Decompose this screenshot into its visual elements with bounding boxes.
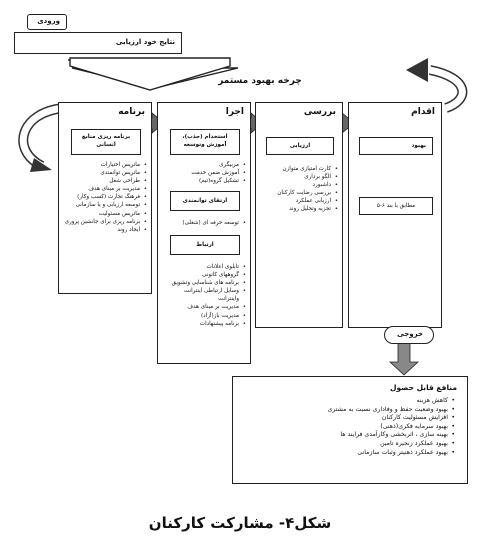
- execute-box-recruit-label: استخدام (جذب)، آموزش وتوسعه: [182, 134, 228, 149]
- column-review: بررسی ارزیابی کارت امتیازی متوازن الگو ب…: [255, 102, 343, 328]
- list-item: داشبورد: [258, 181, 338, 189]
- list-item: برنامه ریزی برای جانشین پروری: [63, 218, 147, 226]
- output-tag: خروجی: [384, 326, 434, 344]
- execute-list-2: توسعه حرفه ای (شغلی): [162, 219, 246, 227]
- review-list: کارت امتیازی متوازن الگو برداری داشبورد …: [258, 165, 338, 214]
- list-item: توسعه ارزیابی و یا سازمانی: [63, 201, 147, 209]
- action-box-clause-label: مطابق با بند ۶-۵: [376, 203, 416, 209]
- list-item: آموزش ضمن خدمت: [162, 169, 246, 177]
- column-program: برنامه برنامه ریزی منابع انسانی ماتریس ا…: [58, 102, 152, 294]
- action-box-improve-label: بهبود: [411, 143, 426, 149]
- review-box-label: ارزیابی: [289, 143, 311, 149]
- execute-list-3: تابلوی اعلانات گروههای کانونی برنامه های…: [162, 263, 246, 328]
- list-item: کاهش هزینه: [247, 397, 455, 406]
- list-item: ماتریس توانمندی: [63, 169, 147, 177]
- list-item: بهبود عملکرد زنجیره تامین: [247, 440, 455, 449]
- execute-box-empower: ارتقای توانمندی: [170, 191, 240, 211]
- list-item: طراحی شغل: [63, 177, 147, 185]
- list-item: کارت امتیازی متوازن: [258, 165, 338, 173]
- list-item: برنامه پیشنهادات: [162, 320, 246, 328]
- column-execute: اجرا استخدام (جذب)، آموزش وتوسعه مربیگری…: [157, 102, 251, 364]
- column-action: اقدام بهبود مطابق با بند ۶-۵: [348, 102, 442, 328]
- list-item: مدیریت بر مبنای هدف: [162, 303, 246, 311]
- column-program-header: برنامه: [118, 107, 145, 117]
- execute-box-communication-label: ارتباط: [196, 242, 214, 248]
- list-item: ماتریس مسئولیت: [63, 210, 147, 218]
- list-item: مدیریت بر مبنای هدف: [63, 185, 147, 193]
- list-item: مدیریت باز(آزاد): [162, 312, 246, 320]
- list-item: الگو برداری: [258, 173, 338, 181]
- output-title: منافع قابل حصول: [389, 383, 457, 392]
- review-box: ارزیابی: [266, 137, 334, 155]
- output-box: منافع قابل حصول کاهش هزینه بهبود وضعیت ح…: [232, 376, 468, 484]
- list-item: توسعه حرفه ای (شغلی): [162, 219, 246, 227]
- input-box: نتایج خود ارزیابی: [14, 32, 182, 54]
- execute-list-1: مربیگری آموزش ضمن خدمت تشکیل گروه(تیم): [162, 161, 246, 185]
- list-item: افزایش مسئولیت کارکنان: [247, 414, 455, 423]
- cycle-title: چرخه بهبود مستمر: [218, 76, 302, 86]
- list-item: ایجاد روند: [63, 226, 147, 234]
- input-title: نتایج خود ارزیابی: [115, 38, 175, 46]
- list-item: بهبود وضعیت حفظ و وفاداری نسبت به مشتری: [247, 406, 455, 415]
- list-item: وسایل ارتباطی اینترانت واینترانت: [162, 287, 246, 303]
- list-item: بررسی رضایت کارکنان: [258, 189, 338, 197]
- list-item: بهینه سازی ، اثربخشی وکارآمدی فرایند ها: [247, 431, 455, 440]
- program-list: ماتریس اختیارات ماتریس توانمندی طراحی شغ…: [63, 161, 147, 234]
- program-box: برنامه ریزی منابع انسانی: [71, 129, 141, 155]
- list-item: بهبود عملکرد ذهنیتر وثبات سازمانی: [247, 449, 455, 458]
- figure-caption: شکل۴- مشارکت کارکنان: [148, 514, 332, 532]
- output-list: کاهش هزینه بهبود وضعیت حفظ و وفاداری نسب…: [247, 397, 455, 457]
- list-item: تجزیه وتحلیل روند: [258, 205, 338, 213]
- program-box-label: برنامه ریزی منابع انسانی: [81, 134, 131, 149]
- list-item: ماتریس اختیارات: [63, 161, 147, 169]
- action-box-clause: مطابق با بند ۶-۵: [359, 197, 433, 215]
- action-box-improve: بهبود: [359, 137, 433, 155]
- input-tag: ورودی: [27, 14, 67, 30]
- list-item: گروههای کانونی: [162, 271, 246, 279]
- list-item: تابلوی اعلانات: [162, 263, 246, 271]
- list-item: فرهنگ تجارت (کسب وکار): [63, 193, 147, 201]
- execute-box-empower-label: ارتقای توانمندی: [182, 198, 228, 204]
- list-item: برنامه های شناسایی وتشویق: [162, 279, 246, 287]
- execute-box-recruit: استخدام (جذب)، آموزش وتوسعه: [170, 129, 240, 155]
- input-funnel: [69, 57, 231, 91]
- list-item: بهبود سرمایه فکری(ذهنی): [247, 423, 455, 432]
- column-action-header: اقدام: [411, 107, 435, 117]
- list-item: تشکیل گروه(تیم): [162, 177, 246, 185]
- column-review-header: بررسی: [303, 107, 336, 117]
- list-item: ارزیابی عملکرد: [258, 197, 338, 205]
- column-execute-header: اجرا: [225, 107, 244, 117]
- list-item: مربیگری: [162, 161, 246, 169]
- execute-box-communication: ارتباط: [170, 235, 240, 255]
